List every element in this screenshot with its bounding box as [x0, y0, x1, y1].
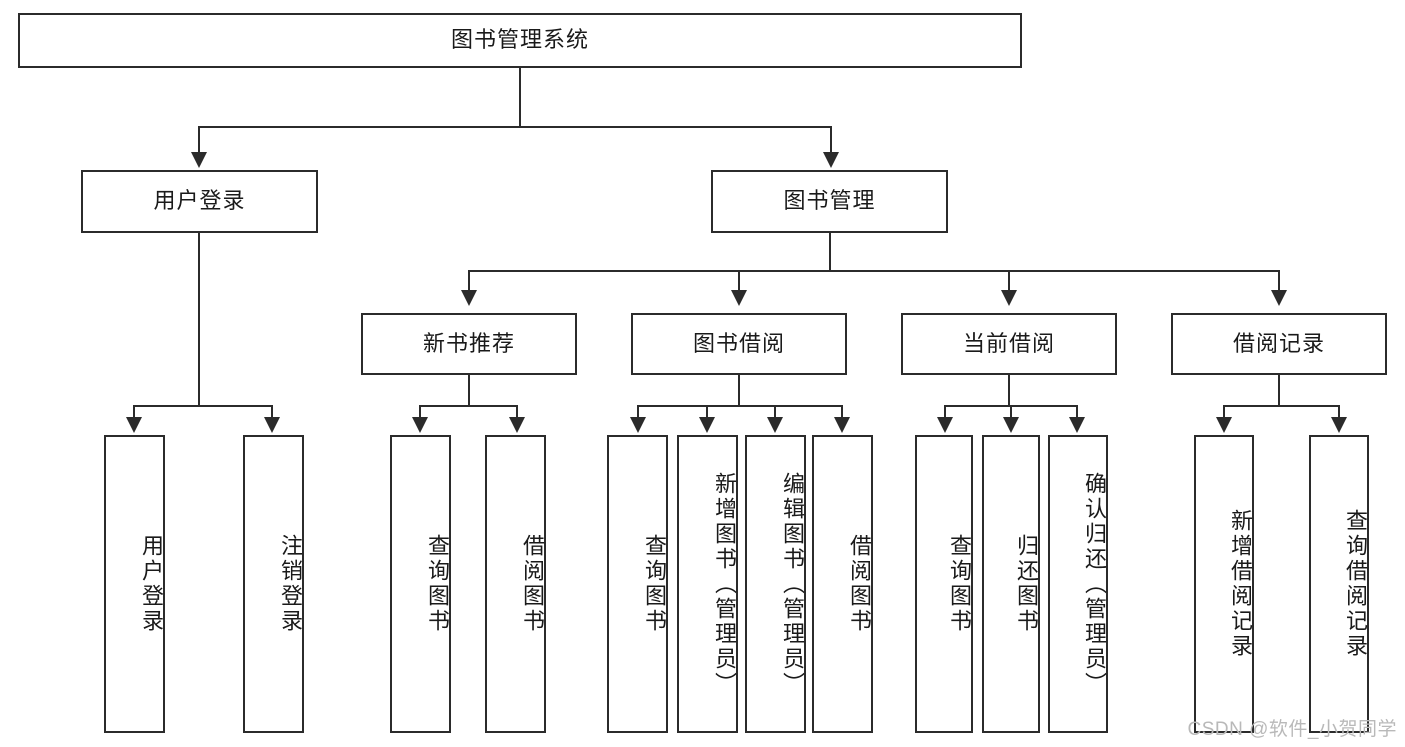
connector-userlogin-bus	[133, 405, 272, 407]
arrowhead-bookmgmt-to-current	[1001, 290, 1017, 306]
node-label: 图书借阅	[692, 330, 785, 356]
connector-bookmgmt-to-current	[1008, 270, 1010, 292]
connector-newbook-bus	[419, 405, 518, 407]
connector-borrowrecord-leaf1	[1223, 405, 1225, 419]
arrowhead-userlogin-leaf2	[264, 417, 280, 433]
arrowhead-bookmgmt-to-record	[1271, 290, 1287, 306]
arrowhead-currentborrow-leaf3	[1069, 417, 1085, 433]
node-label: 借阅图书	[520, 534, 545, 634]
node-leaf-edit-book-admin[interactable]: 编辑图书（管理员）	[745, 435, 806, 733]
arrowhead-bookmgmt-to-new	[461, 290, 477, 306]
arrowhead-bookborrow-leaf1	[630, 417, 646, 433]
connector-newbook-leaf1	[419, 405, 421, 419]
arrowhead-borrowrecord-leaf1	[1216, 417, 1232, 433]
node-root-system[interactable]: 图书管理系统	[18, 13, 1022, 68]
arrowhead-bookborrow-leaf2	[699, 417, 715, 433]
arrowhead-root-to-bookmgmt	[823, 152, 839, 168]
connector-bookborrow-stem	[738, 375, 740, 407]
node-label: 用户登录	[139, 534, 164, 634]
connector-borrowrecord-stem	[1278, 375, 1280, 407]
node-label: 新增图书（管理员）	[712, 471, 737, 697]
node-leaf-logout[interactable]: 注销登录	[243, 435, 304, 733]
node-label: 查询图书	[947, 534, 972, 634]
node-label: 图书管理系统	[450, 27, 589, 53]
node-label: 查询借阅记录	[1343, 509, 1368, 659]
connector-newbook-stem	[468, 375, 470, 407]
connector-root-bus	[198, 126, 832, 128]
connector-bookborrow-bus	[637, 405, 843, 407]
connector-userlogin-leaf2	[271, 405, 273, 419]
node-leaf-borrow-book[interactable]: 借阅图书	[812, 435, 873, 733]
connector-bookmgmt-to-borrow	[738, 270, 740, 292]
arrowhead-newbook-leaf1	[412, 417, 428, 433]
arrowhead-borrowrecord-leaf2	[1331, 417, 1347, 433]
connector-newbook-leaf2	[516, 405, 518, 419]
node-label: 归还图书	[1014, 534, 1039, 634]
connector-root-to-bookmgmt	[830, 126, 832, 154]
connector-bookborrow-leaf3	[774, 405, 776, 419]
node-label: 借阅记录	[1232, 330, 1325, 356]
node-leaf-query-book-borrow[interactable]: 查询图书	[607, 435, 668, 733]
node-book-borrow[interactable]: 图书借阅	[631, 313, 847, 375]
node-label: 图书管理	[783, 188, 876, 214]
node-leaf-query-book-recommend[interactable]: 查询图书	[390, 435, 451, 733]
node-leaf-add-borrow-record[interactable]: 新增借阅记录	[1194, 435, 1254, 733]
connector-borrowrecord-leaf2	[1338, 405, 1340, 419]
node-label: 借阅图书	[847, 534, 872, 634]
connector-borrowrecord-bus	[1223, 405, 1340, 407]
node-label: 确认归还（管理员）	[1082, 471, 1107, 697]
connector-currentborrow-leaf3	[1076, 405, 1078, 419]
connector-bookborrow-leaf4	[841, 405, 843, 419]
arrowhead-currentborrow-leaf1	[937, 417, 953, 433]
arrowhead-newbook-leaf2	[509, 417, 525, 433]
node-leaf-query-borrow-record[interactable]: 查询借阅记录	[1309, 435, 1369, 733]
arrowhead-bookmgmt-to-borrow	[731, 290, 747, 306]
arrowhead-root-to-userlogin	[191, 152, 207, 168]
connector-bookborrow-leaf1	[637, 405, 639, 419]
arrowhead-bookborrow-leaf3	[767, 417, 783, 433]
connector-root-stem	[519, 68, 521, 126]
node-leaf-user-login[interactable]: 用户登录	[104, 435, 165, 733]
node-label: 编辑图书（管理员）	[780, 471, 805, 697]
node-label: 注销登录	[278, 534, 303, 634]
node-current-borrow[interactable]: 当前借阅	[901, 313, 1117, 375]
node-book-management[interactable]: 图书管理	[711, 170, 948, 233]
node-label: 当前借阅	[962, 330, 1055, 356]
node-leaf-add-book-admin[interactable]: 新增图书（管理员）	[677, 435, 738, 733]
node-leaf-confirm-return-admin[interactable]: 确认归还（管理员）	[1048, 435, 1108, 733]
node-label: 查询图书	[425, 534, 450, 634]
connector-currentborrow-stem	[1008, 375, 1010, 407]
arrowhead-currentborrow-leaf2	[1003, 417, 1019, 433]
connector-bookmgmt-to-record	[1278, 270, 1280, 292]
watermark-text: CSDN @软件_小贺同学	[1187, 719, 1397, 740]
connector-currentborrow-leaf2	[1010, 405, 1012, 419]
arrowhead-userlogin-leaf1	[126, 417, 142, 433]
connector-bookmgmt-to-new	[468, 270, 470, 292]
node-label: 用户登录	[153, 188, 246, 214]
node-borrow-record[interactable]: 借阅记录	[1171, 313, 1387, 375]
connector-bookmgmt-bus	[468, 270, 1280, 272]
arrowhead-bookborrow-leaf4	[834, 417, 850, 433]
connector-userlogin-leaf1	[133, 405, 135, 419]
node-user-login[interactable]: 用户登录	[81, 170, 318, 233]
node-label: 新增借阅记录	[1228, 509, 1253, 659]
connector-userlogin-stem	[198, 233, 200, 407]
node-label: 查询图书	[642, 534, 667, 634]
connector-root-to-userlogin	[198, 126, 200, 154]
node-new-book-recommend[interactable]: 新书推荐	[361, 313, 577, 375]
node-leaf-return-book[interactable]: 归还图书	[982, 435, 1040, 733]
connector-bookborrow-leaf2	[706, 405, 708, 419]
node-leaf-borrow-book-recommend[interactable]: 借阅图书	[485, 435, 546, 733]
connector-bookmgmt-stem	[829, 233, 831, 271]
node-leaf-query-book-current[interactable]: 查询图书	[915, 435, 973, 733]
connector-currentborrow-leaf1	[944, 405, 946, 419]
node-label: 新书推荐	[422, 330, 515, 356]
